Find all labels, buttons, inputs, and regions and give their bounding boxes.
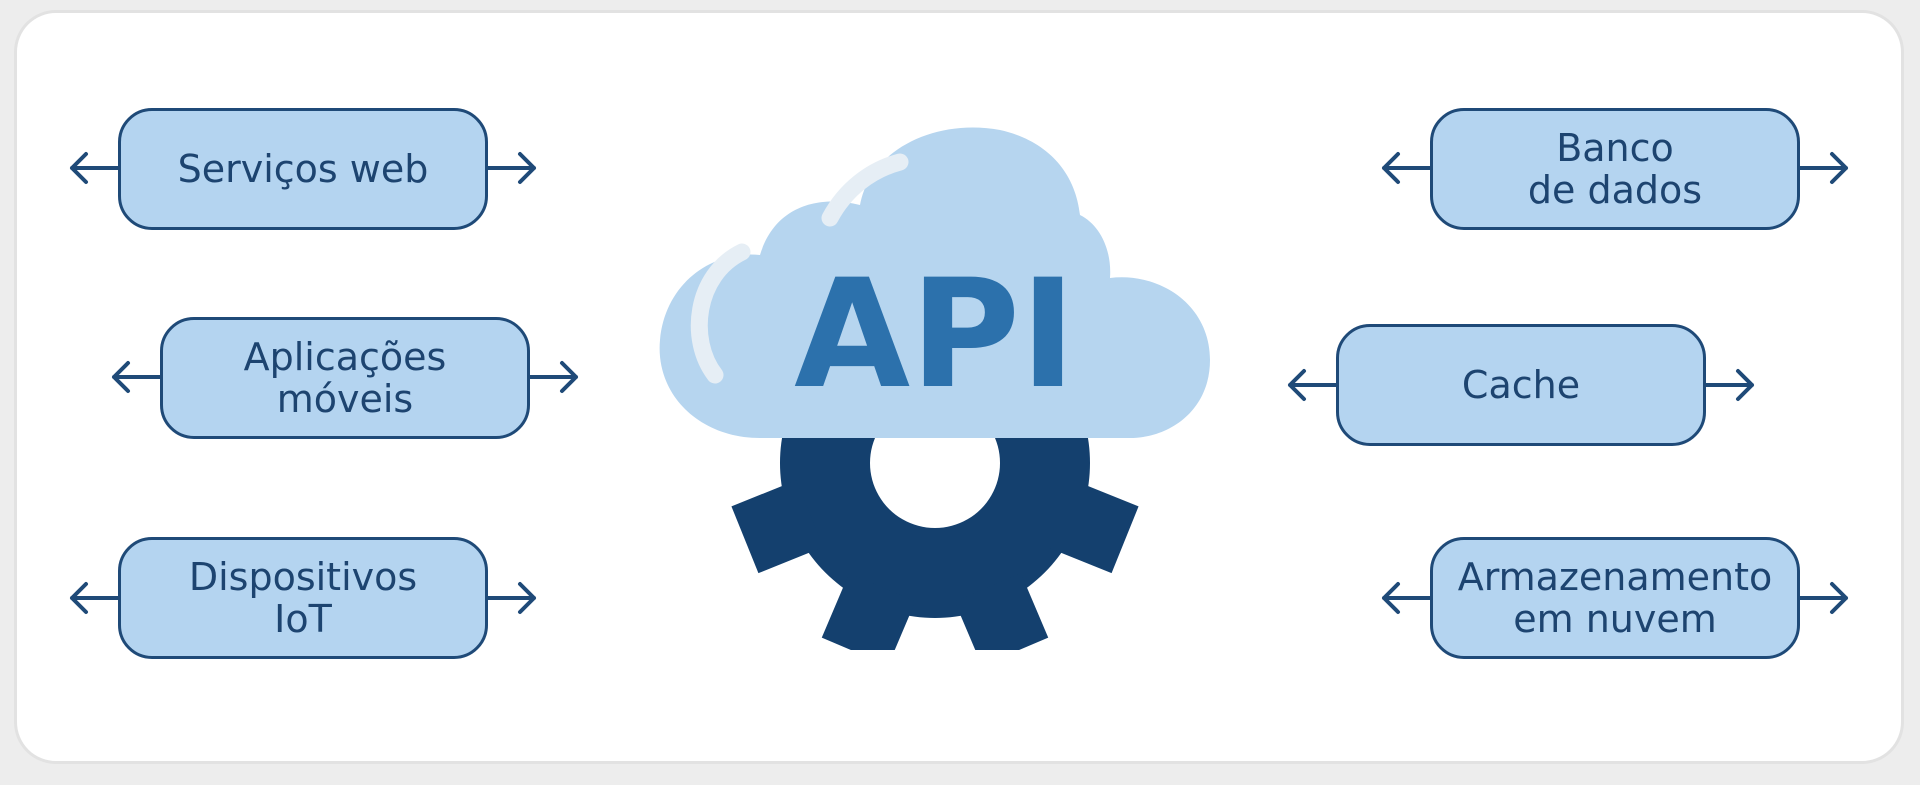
node-label: Serviços web [177, 147, 429, 191]
node-armazenamento-em-nuvem: Armazenamento em nuvem [1430, 537, 1800, 659]
node-label: Cache [1461, 363, 1581, 407]
node-dispositivos-iot: Dispositivos IoT [118, 537, 488, 659]
arrow-left-icon [1288, 369, 1338, 401]
node-cache: Cache [1336, 324, 1706, 446]
node-servicos-web: Serviços web [118, 108, 488, 230]
arrow-left-icon [1382, 582, 1432, 614]
arrow-right-icon [528, 361, 578, 393]
arrow-left-icon [70, 582, 120, 614]
arrow-right-icon [1704, 369, 1754, 401]
arrow-right-icon [1798, 582, 1848, 614]
arrow-left-icon [112, 361, 162, 393]
node-label: Aplicações móveis [243, 335, 447, 421]
node-label: Armazenamento em nuvem [1457, 555, 1773, 641]
arrow-right-icon [486, 152, 536, 184]
arrow-right-icon [1798, 152, 1848, 184]
api-label: API [794, 248, 1076, 422]
node-aplicacoes-moveis: Aplicações móveis [160, 317, 530, 439]
arrow-right-icon [486, 582, 536, 614]
api-hub: API [659, 127, 1210, 650]
node-label: Banco de dados [1527, 126, 1703, 212]
node-label: Dispositivos IoT [188, 555, 418, 641]
node-banco-de-dados: Banco de dados [1430, 108, 1800, 230]
cloud-icon [659, 127, 1210, 438]
arrow-left-icon [70, 152, 120, 184]
arrow-left-icon [1382, 152, 1432, 184]
